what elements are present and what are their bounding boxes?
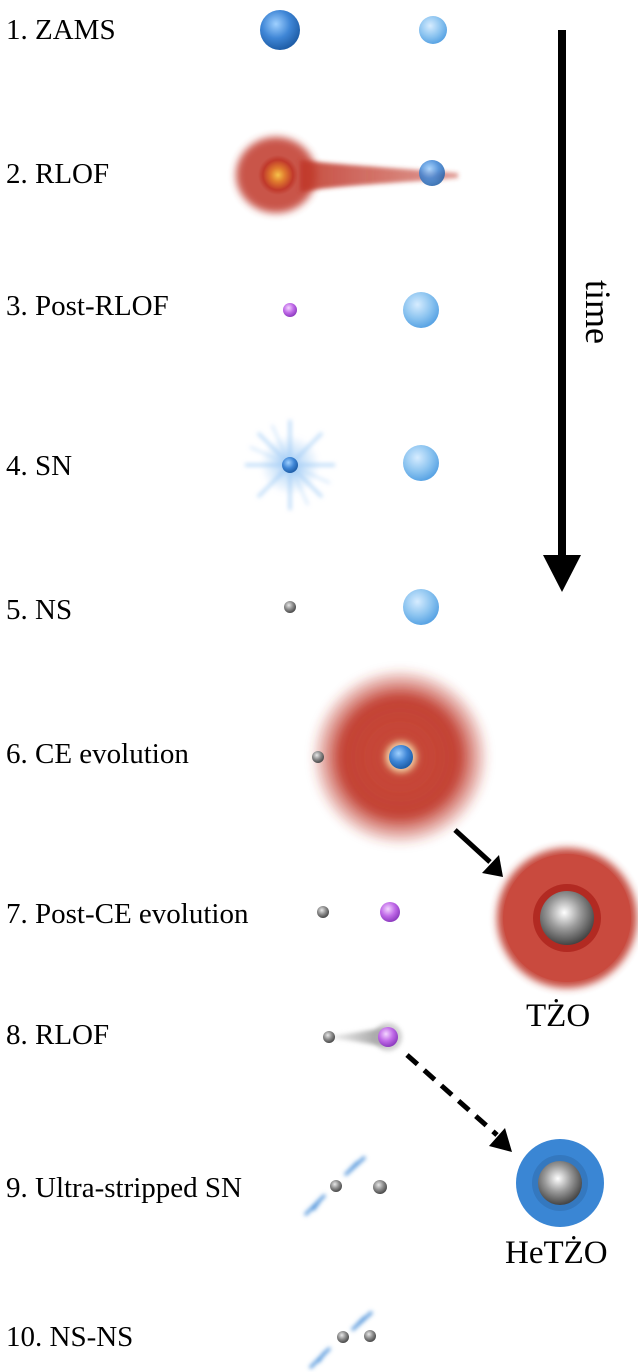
stripped-helium-star-icon <box>378 1027 398 1047</box>
stage-label-ultra-stripped-sn: 9. Ultra-stripped SN <box>6 1172 242 1204</box>
zams-binary <box>260 10 447 50</box>
rlof-binary <box>236 137 458 213</box>
exploding-star-icon <box>282 457 298 473</box>
hetzo-neutron-core-icon <box>538 1161 582 1205</box>
secondary-star-icon <box>403 445 439 481</box>
tzo-label: TŻO <box>526 998 591 1034</box>
stage-label-ns-ns: 10. NS-NS <box>6 1321 134 1353</box>
stage-label-ns: 5. NS <box>6 594 73 626</box>
accretor-star-icon <box>419 160 445 186</box>
primary-star-icon <box>260 10 300 50</box>
stage-label-ce-evolution: 6. CE evolution <box>6 738 189 770</box>
time-arrow <box>543 30 581 592</box>
ejecta-icon <box>308 1310 374 1370</box>
neutron-star-icon <box>337 1331 349 1343</box>
neutron-star-icon <box>330 1180 342 1192</box>
post-ce-binary <box>317 902 400 922</box>
arrow-to-tzo <box>453 828 503 877</box>
stage-label-post-rlof: 3. Post-RLOF <box>6 290 169 322</box>
rlof-ns-binary <box>323 1023 402 1051</box>
arrow-to-hetzo <box>405 1053 512 1152</box>
ns-binary <box>284 589 439 625</box>
hetzo-object <box>516 1139 604 1227</box>
supernova-binary <box>245 420 439 510</box>
common-envelope <box>310 667 490 847</box>
neutron-star-icon <box>364 1330 376 1342</box>
stage-label-sn: 4. SN <box>6 450 73 482</box>
neutron-star-icon <box>317 906 329 918</box>
stage-label-zams: 1. ZAMS <box>6 14 116 46</box>
stripped-helium-star-icon <box>380 902 400 922</box>
giant-core-icon <box>389 745 413 769</box>
secondary-star-icon <box>403 292 439 328</box>
time-axis-label: time <box>578 280 618 344</box>
secondary-star-icon <box>403 589 439 625</box>
donor-star-icon <box>258 155 298 195</box>
tzo-object <box>497 848 637 988</box>
ejecta-icon <box>303 1155 367 1217</box>
secondary-star-icon <box>419 16 447 44</box>
mass-transfer-stream <box>300 160 458 192</box>
ns-ns-binary <box>308 1310 376 1370</box>
hetzo-label: HeTŻO <box>505 1235 608 1271</box>
neutron-star-icon <box>312 751 324 763</box>
neutron-star-icon <box>284 601 296 613</box>
ultra-stripped-sn-binary <box>303 1155 387 1217</box>
stage-label-rlof-2: 8. RLOF <box>6 1019 110 1051</box>
neutron-star-icon <box>373 1180 387 1194</box>
stage-label-rlof: 2. RLOF <box>6 158 110 190</box>
neutron-star-icon <box>323 1031 335 1043</box>
mass-transfer-stream <box>330 1028 385 1046</box>
stage-label-post-ce-evolution: 7. Post-CE evolution <box>6 898 249 930</box>
post-rlof-binary <box>283 292 439 328</box>
stripped-star-icon <box>283 303 297 317</box>
tzo-neutron-core-icon <box>540 891 594 945</box>
